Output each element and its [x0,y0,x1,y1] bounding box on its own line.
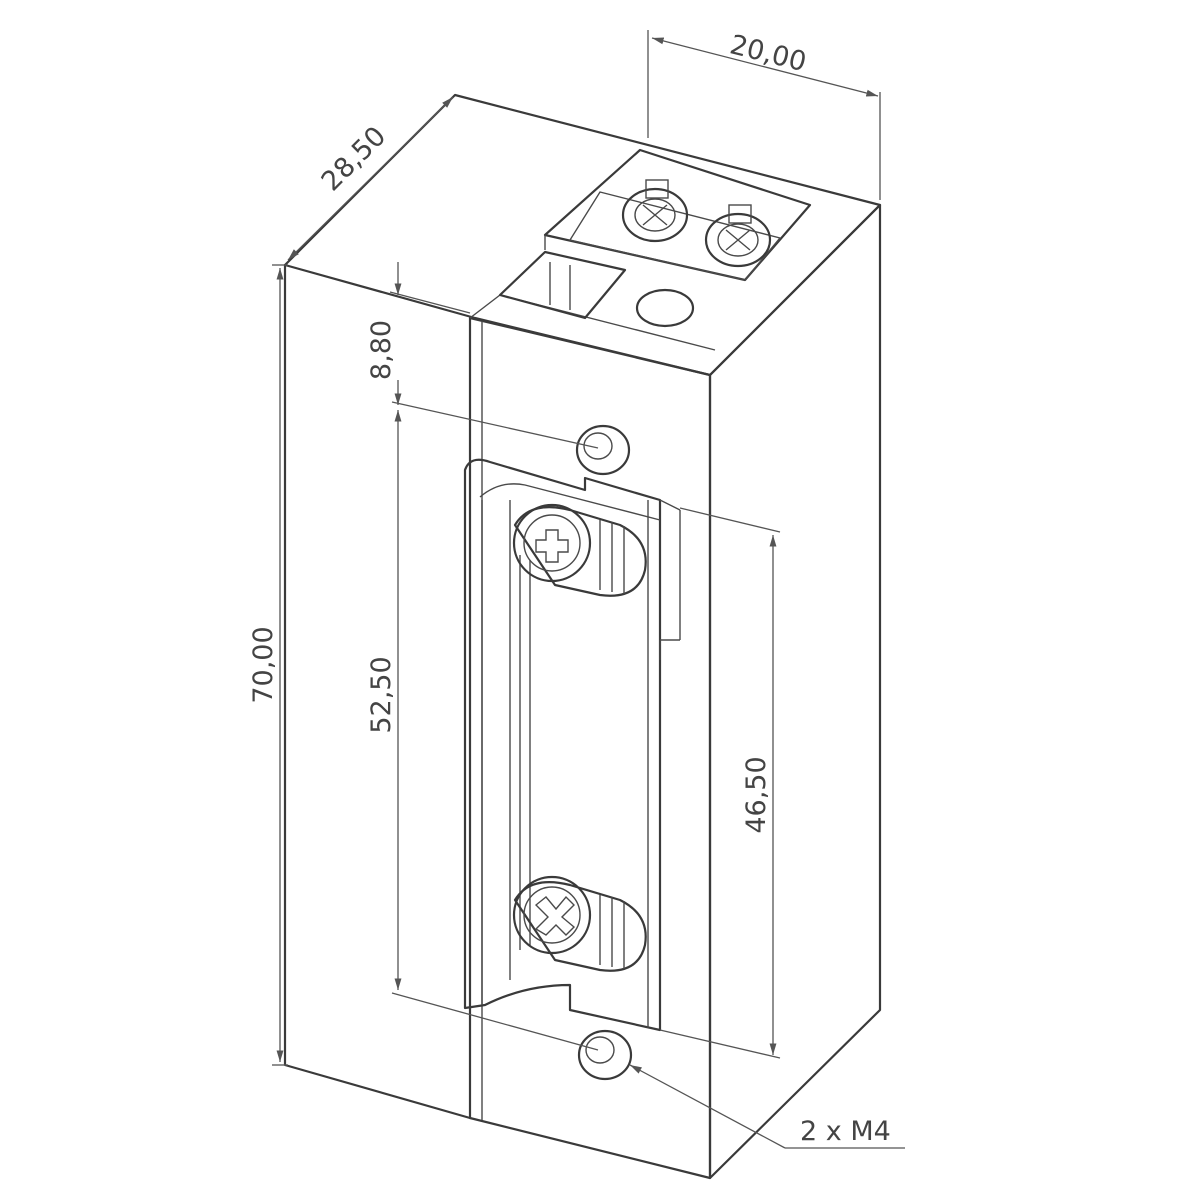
terminal-screw-2-icon [704,204,772,268]
dimension-strike-length: 46,50 [659,507,781,1059]
dimension-label-strike-length: 46,50 [741,756,772,833]
right-face [708,203,882,1180]
dimension-hole-spacing: 52,50 [366,410,599,1051]
faceplate-screw-top-icon [512,503,647,597]
top-hole-icon [635,288,695,328]
dimension-label-offset: 8,80 [366,320,397,380]
terminal-block [498,148,812,328]
dimension-label-width: 20,00 [727,29,810,78]
strike-body [283,93,882,1180]
dimension-label-hole-spacing: 52,50 [366,656,397,733]
mounting-hole-top-icon [575,424,631,476]
front-plate [468,316,712,1180]
dimension-label-height: 70,00 [248,626,279,703]
mounting-hole-bottom-icon [577,1029,633,1081]
dimension-offset-top: 8,80 [366,262,599,449]
callout-label-screws: 2 x M4 [800,1116,891,1147]
dimension-depth: 28,50 [287,96,454,261]
dimension-label-depth: 28,50 [316,121,393,198]
dimension-height-total: 70,00 [248,264,288,1066]
terminal-screw-1-icon [621,179,689,243]
faceplate-screw-bottom-icon [512,875,647,972]
strike-faceplate [463,458,681,1032]
screw-callout: 2 x M4 [629,1064,905,1149]
